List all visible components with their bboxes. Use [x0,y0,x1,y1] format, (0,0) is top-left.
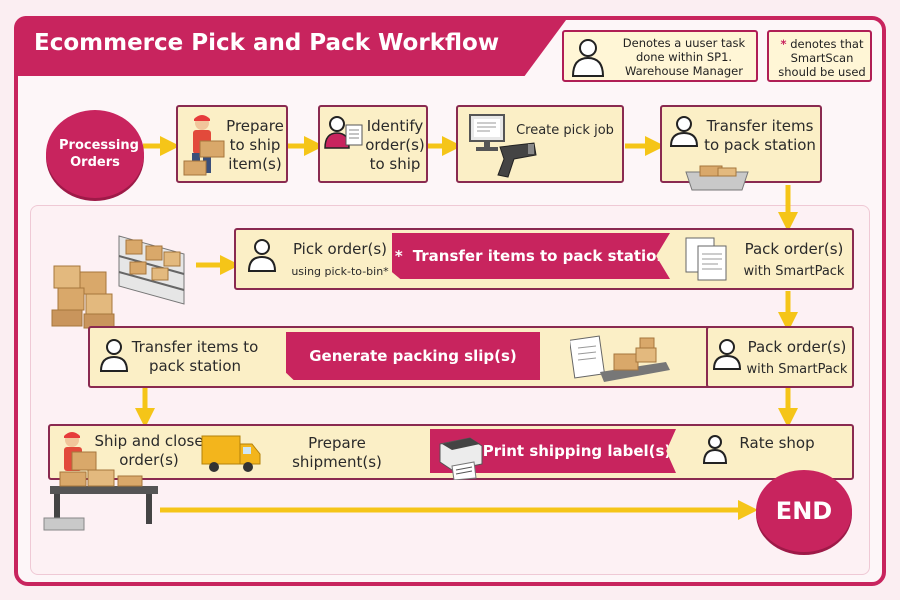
label-printer-icon [436,430,486,484]
node-prepare: Prepare to ship item(s) [176,105,288,183]
packing-worker-icon [42,428,162,536]
node-transfer-top-label: Transfer items to pack station [704,117,816,154]
ribbon-transfer-label: Transfer items to pack station [412,247,668,265]
legend-user-task-text: Denotes a uuser task done within SP1. Wa… [622,36,746,78]
shelves-icon [44,226,194,334]
person-icon [668,115,700,151]
node-prepare-shipment-label: Prepare shipment(s) [292,434,382,471]
node-ship-close-label: Ship and close order(s) [94,432,204,469]
node-create-job-label: Create pick job [516,123,614,138]
conveyor-icon [568,332,674,390]
node-transfer-row3-label: Transfer items to pack station [131,338,259,375]
node-transfer-top: Transfer items to pack station [660,105,822,183]
person-icon [712,338,742,374]
documents-icon [684,236,730,286]
node-pick-orders-sub: using pick-to-bin* [291,265,389,278]
node-rate-shop-label: Rate shop [739,434,815,452]
ribbon-transfer-items: * Transfer items to pack station [392,233,670,279]
legend-smartscan-label: denotes that SmartScan should be used [778,37,866,79]
computer-icon [468,113,508,159]
node-create-job: Create pick job [456,105,624,183]
legend-smartscan-text: * denotes that SmartScan should be used [775,37,869,79]
legend-user-task: Denotes a uuser task done within SP1. Wa… [562,30,758,82]
person-icon [324,115,364,153]
node-pack-smartpack-2-sub: with SmartPack [746,362,848,377]
barcode-scanner-icon [494,141,540,185]
node-pick-orders-label: Pick order(s) [292,240,388,258]
ribbon-packing-slip: Generate packing slip(s) [286,332,540,380]
ribbon-packing-slip-label: Generate packing slip(s) [309,347,517,365]
person-icon [98,338,130,376]
title-band [14,16,569,76]
truck-icon [200,432,262,480]
ribbon-star: * [394,247,403,265]
page-title: Ecommerce Pick and Pack Workflow [34,30,500,56]
end-label: END [775,497,833,525]
node-pack-smartpack-1-sub: with SmartPack [743,264,845,279]
warehouse-worker-icon [182,113,226,181]
start-label: Processing Orders [59,138,139,170]
node-pack-smartpack-2: Pack order(s) with SmartPack [706,326,854,388]
node-pack-smartpack-1-label: Pack order(s) [744,240,844,258]
person-icon [246,238,278,276]
node-prepare-label: Prepare to ship item(s) [226,117,284,173]
node-identify-label: Identify order(s) to ship [365,117,425,173]
node-pack-smartpack-2-label: Pack order(s) [747,338,847,356]
person-icon [568,36,608,78]
end-node: END [756,470,852,552]
legend-smartscan: * denotes that SmartScan should be used [767,30,872,82]
start-node: Processing Orders [46,110,144,198]
tray-icon [684,164,750,196]
ribbon-shipping-label-text: Print shipping label(s) [482,442,672,460]
legend-star: * [780,37,787,51]
person-icon [702,434,728,468]
node-identify: Identify order(s) to ship [318,105,428,183]
